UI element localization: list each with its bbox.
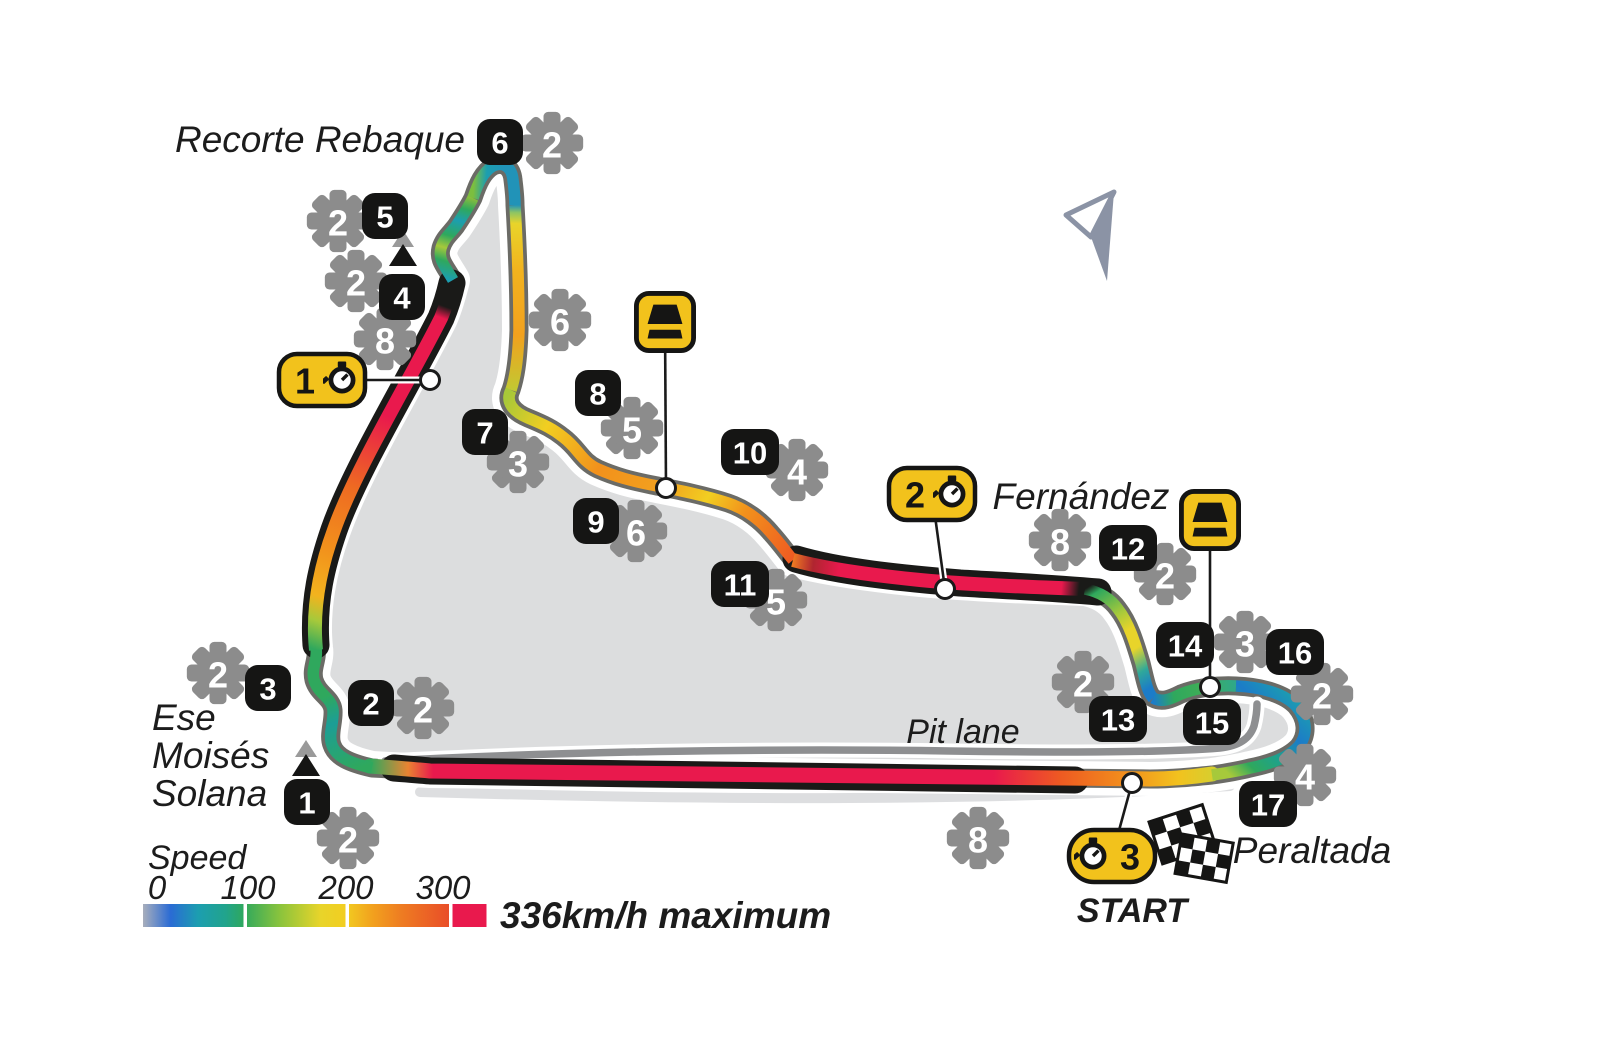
turn-number: 13: [1101, 703, 1135, 738]
label-solana: Solana: [152, 773, 267, 814]
turn-number: 1: [298, 786, 315, 821]
uphill-icon: [292, 754, 320, 776]
uphill-icon: [392, 230, 414, 247]
legend-gradient-bar: [143, 904, 449, 927]
legend-max-label: 336km/h maximum: [500, 895, 831, 936]
sector-badge: 3: [1066, 827, 1158, 885]
turn-badge: [1239, 781, 1297, 827]
label-peraltada: Peraltada: [1233, 830, 1391, 871]
legend-separator: [345, 904, 349, 927]
legend-separator: [243, 904, 247, 927]
legend-max-block: [452, 904, 487, 927]
pit-lane: [377, 696, 1265, 769]
turn-number: 10: [733, 436, 767, 471]
turn-badge: [1266, 629, 1324, 675]
label-pit-lane: Pit lane: [906, 713, 1019, 751]
sector-badge: 1: [276, 351, 368, 409]
legend-title: Speed: [148, 839, 247, 877]
turn-number: 12: [1111, 532, 1145, 567]
gear-number: 8: [968, 820, 988, 861]
gear-number: 5: [622, 410, 642, 451]
legend-tick-300: 300: [415, 869, 471, 906]
label-start: START: [1077, 892, 1190, 930]
gear-number: 3: [508, 444, 528, 485]
turn-badge: [379, 274, 425, 320]
turn-number: 16: [1278, 636, 1312, 671]
turn-number: 5: [376, 200, 393, 235]
uphill-icon: [389, 244, 417, 266]
gear-number: 3: [1235, 624, 1255, 665]
turn-badge: [721, 429, 779, 475]
track-marker-dot: [1199, 676, 1221, 698]
speed-trap-icon: [636, 293, 693, 350]
label-recorte-rebaque: Recorte Rebaque: [175, 119, 465, 160]
gear-number: 2: [328, 203, 348, 244]
gear-number: 2: [542, 125, 562, 166]
gear-number: 2: [1312, 676, 1332, 717]
speed-legend: Speed 0 100 200 300 336km/h maximum: [143, 839, 831, 936]
gear-number: 2: [1073, 664, 1093, 705]
turn-badge: [1156, 622, 1214, 668]
legend-tick-200: 200: [317, 869, 374, 906]
gear-number: 4: [1295, 757, 1315, 798]
track-marker-dot: [1121, 772, 1143, 794]
turn-number: 7: [476, 416, 493, 451]
checkered-flag-icon: [1173, 832, 1235, 885]
gear-number: 2: [1155, 556, 1175, 597]
turn-number: 8: [589, 377, 606, 412]
label-fernandez: Fernández: [993, 476, 1170, 517]
turn-badge: [1089, 696, 1147, 742]
sector-number: 3: [1120, 837, 1140, 878]
sector-number: 2: [905, 475, 925, 516]
turn-badge: [1183, 699, 1241, 745]
turn-badge: [573, 498, 619, 544]
turn-number: 2: [362, 687, 379, 722]
gear-number: 4: [787, 452, 807, 493]
speed-trap-icon: [1181, 491, 1238, 548]
gear-number: 2: [208, 655, 228, 696]
gear-number: 8: [375, 321, 395, 362]
legend-tick-100: 100: [220, 869, 276, 906]
turn-number: 15: [1195, 706, 1229, 741]
gear-number: 8: [1050, 522, 1070, 563]
gear-number: 6: [550, 302, 570, 343]
gear-number: 2: [338, 820, 358, 861]
track-marker-dot: [419, 369, 441, 391]
north-arrow-icon: [1063, 189, 1117, 281]
turn-number: 4: [393, 281, 411, 316]
turn-badge: [362, 193, 408, 239]
label-moises: Moisés: [152, 735, 269, 776]
turn-badge: [711, 561, 769, 607]
track-marker-dot: [934, 578, 956, 600]
turn-badge: [1099, 525, 1157, 571]
turn-badge: [348, 680, 394, 726]
gear-number: 2: [346, 263, 366, 304]
gear-number: 6: [626, 513, 646, 554]
turn-badge: [284, 779, 330, 825]
turn-badge: [575, 370, 621, 416]
turn-badge: [477, 119, 523, 165]
sector-number: 1: [295, 361, 315, 402]
gear-number: 2: [413, 690, 433, 731]
sector-badge: 2: [886, 465, 978, 523]
turn-number: 11: [724, 568, 757, 603]
turn-number: 14: [1168, 629, 1203, 664]
uphill-icon: [295, 740, 317, 757]
turn-number: 9: [587, 505, 604, 540]
turn-number: 3: [259, 672, 276, 707]
turn-badge: [245, 665, 291, 711]
track-marker-dot: [655, 477, 677, 499]
turn-number: 6: [491, 126, 508, 161]
turn-badge: [462, 409, 508, 455]
turn-number: 17: [1251, 788, 1285, 823]
legend-tick-0: 0: [148, 869, 167, 906]
gear-number: 5: [766, 582, 786, 623]
label-ese: Ese: [152, 697, 216, 738]
